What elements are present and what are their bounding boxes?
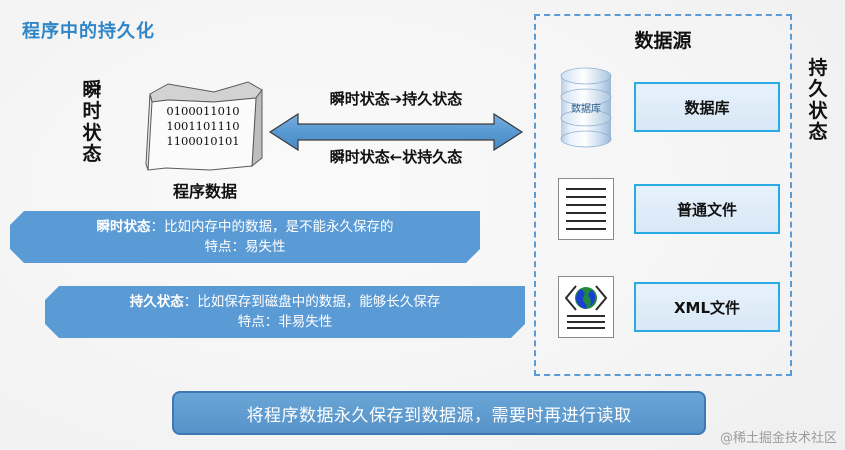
banner-term-transient: 瞬时状态: [96, 218, 151, 235]
datasource-label-xml-file[interactable]: XML文件: [634, 282, 780, 332]
datasource-title: 数据源: [634, 30, 692, 52]
transient-state-banner: 瞬时状态：比如内存中的数据，是不能永久保存的 特点：易失性: [10, 211, 480, 263]
program-data-caption: 程序数据: [172, 182, 237, 201]
banner-feature-transient: 特点：易失性: [204, 239, 286, 255]
datasource-item-xml-file[interactable]: XML文件: [548, 264, 780, 350]
program-data-bits: 0100011010 1001101110 1100010101: [166, 104, 240, 149]
banner-separator-transient: ：: [150, 218, 164, 235]
document-lines-icon: [548, 178, 624, 240]
banner-separator-persistent: ：: [183, 293, 198, 310]
banner-description-persistent: 比如保存到磁盘中的数据，能够长久保存: [197, 293, 441, 310]
svg-text:数据库: 数据库: [571, 102, 601, 115]
summary-box: 将程序数据永久保存到数据源，需要时再进行读取: [172, 391, 706, 435]
double-headed-arrow-icon: [268, 110, 524, 154]
page-title: 程序中的持久化: [22, 21, 155, 42]
arrow-bottom-label: 瞬时状态←状持久态: [329, 148, 463, 166]
datasource-label-database[interactable]: 数据库: [634, 82, 780, 132]
datasource-label-plain-file[interactable]: 普通文件: [634, 184, 780, 234]
xml-globe-icon: [548, 276, 624, 338]
banner-feature-persistent: 特点：非易失性: [237, 314, 333, 330]
datasource-item-plain-file[interactable]: 普通文件: [548, 166, 780, 252]
transient-state-vertical-label: 瞬 时 状 态: [82, 79, 102, 165]
banner-description-transient: 比如内存中的数据，是不能永久保存的: [164, 218, 394, 235]
arrow-top-label: 瞬时状态➔持久状态: [329, 90, 463, 108]
watermark: @稀土掘金技术社区: [719, 431, 837, 446]
banner-term-persistent: 持久状态: [129, 293, 184, 310]
database-cylinder-icon: 数据库: [548, 65, 624, 149]
program-data-block-icon: 0100011010 1001101110 1100010101: [144, 80, 268, 174]
persistent-state-banner: 持久状态：比如保存到磁盘中的数据，能够长久保存 特点：非易失性: [45, 286, 525, 338]
datasource-item-database[interactable]: 数据库 数据库: [548, 64, 780, 150]
persistent-state-vertical-label: 持 久 状 态: [808, 57, 828, 143]
